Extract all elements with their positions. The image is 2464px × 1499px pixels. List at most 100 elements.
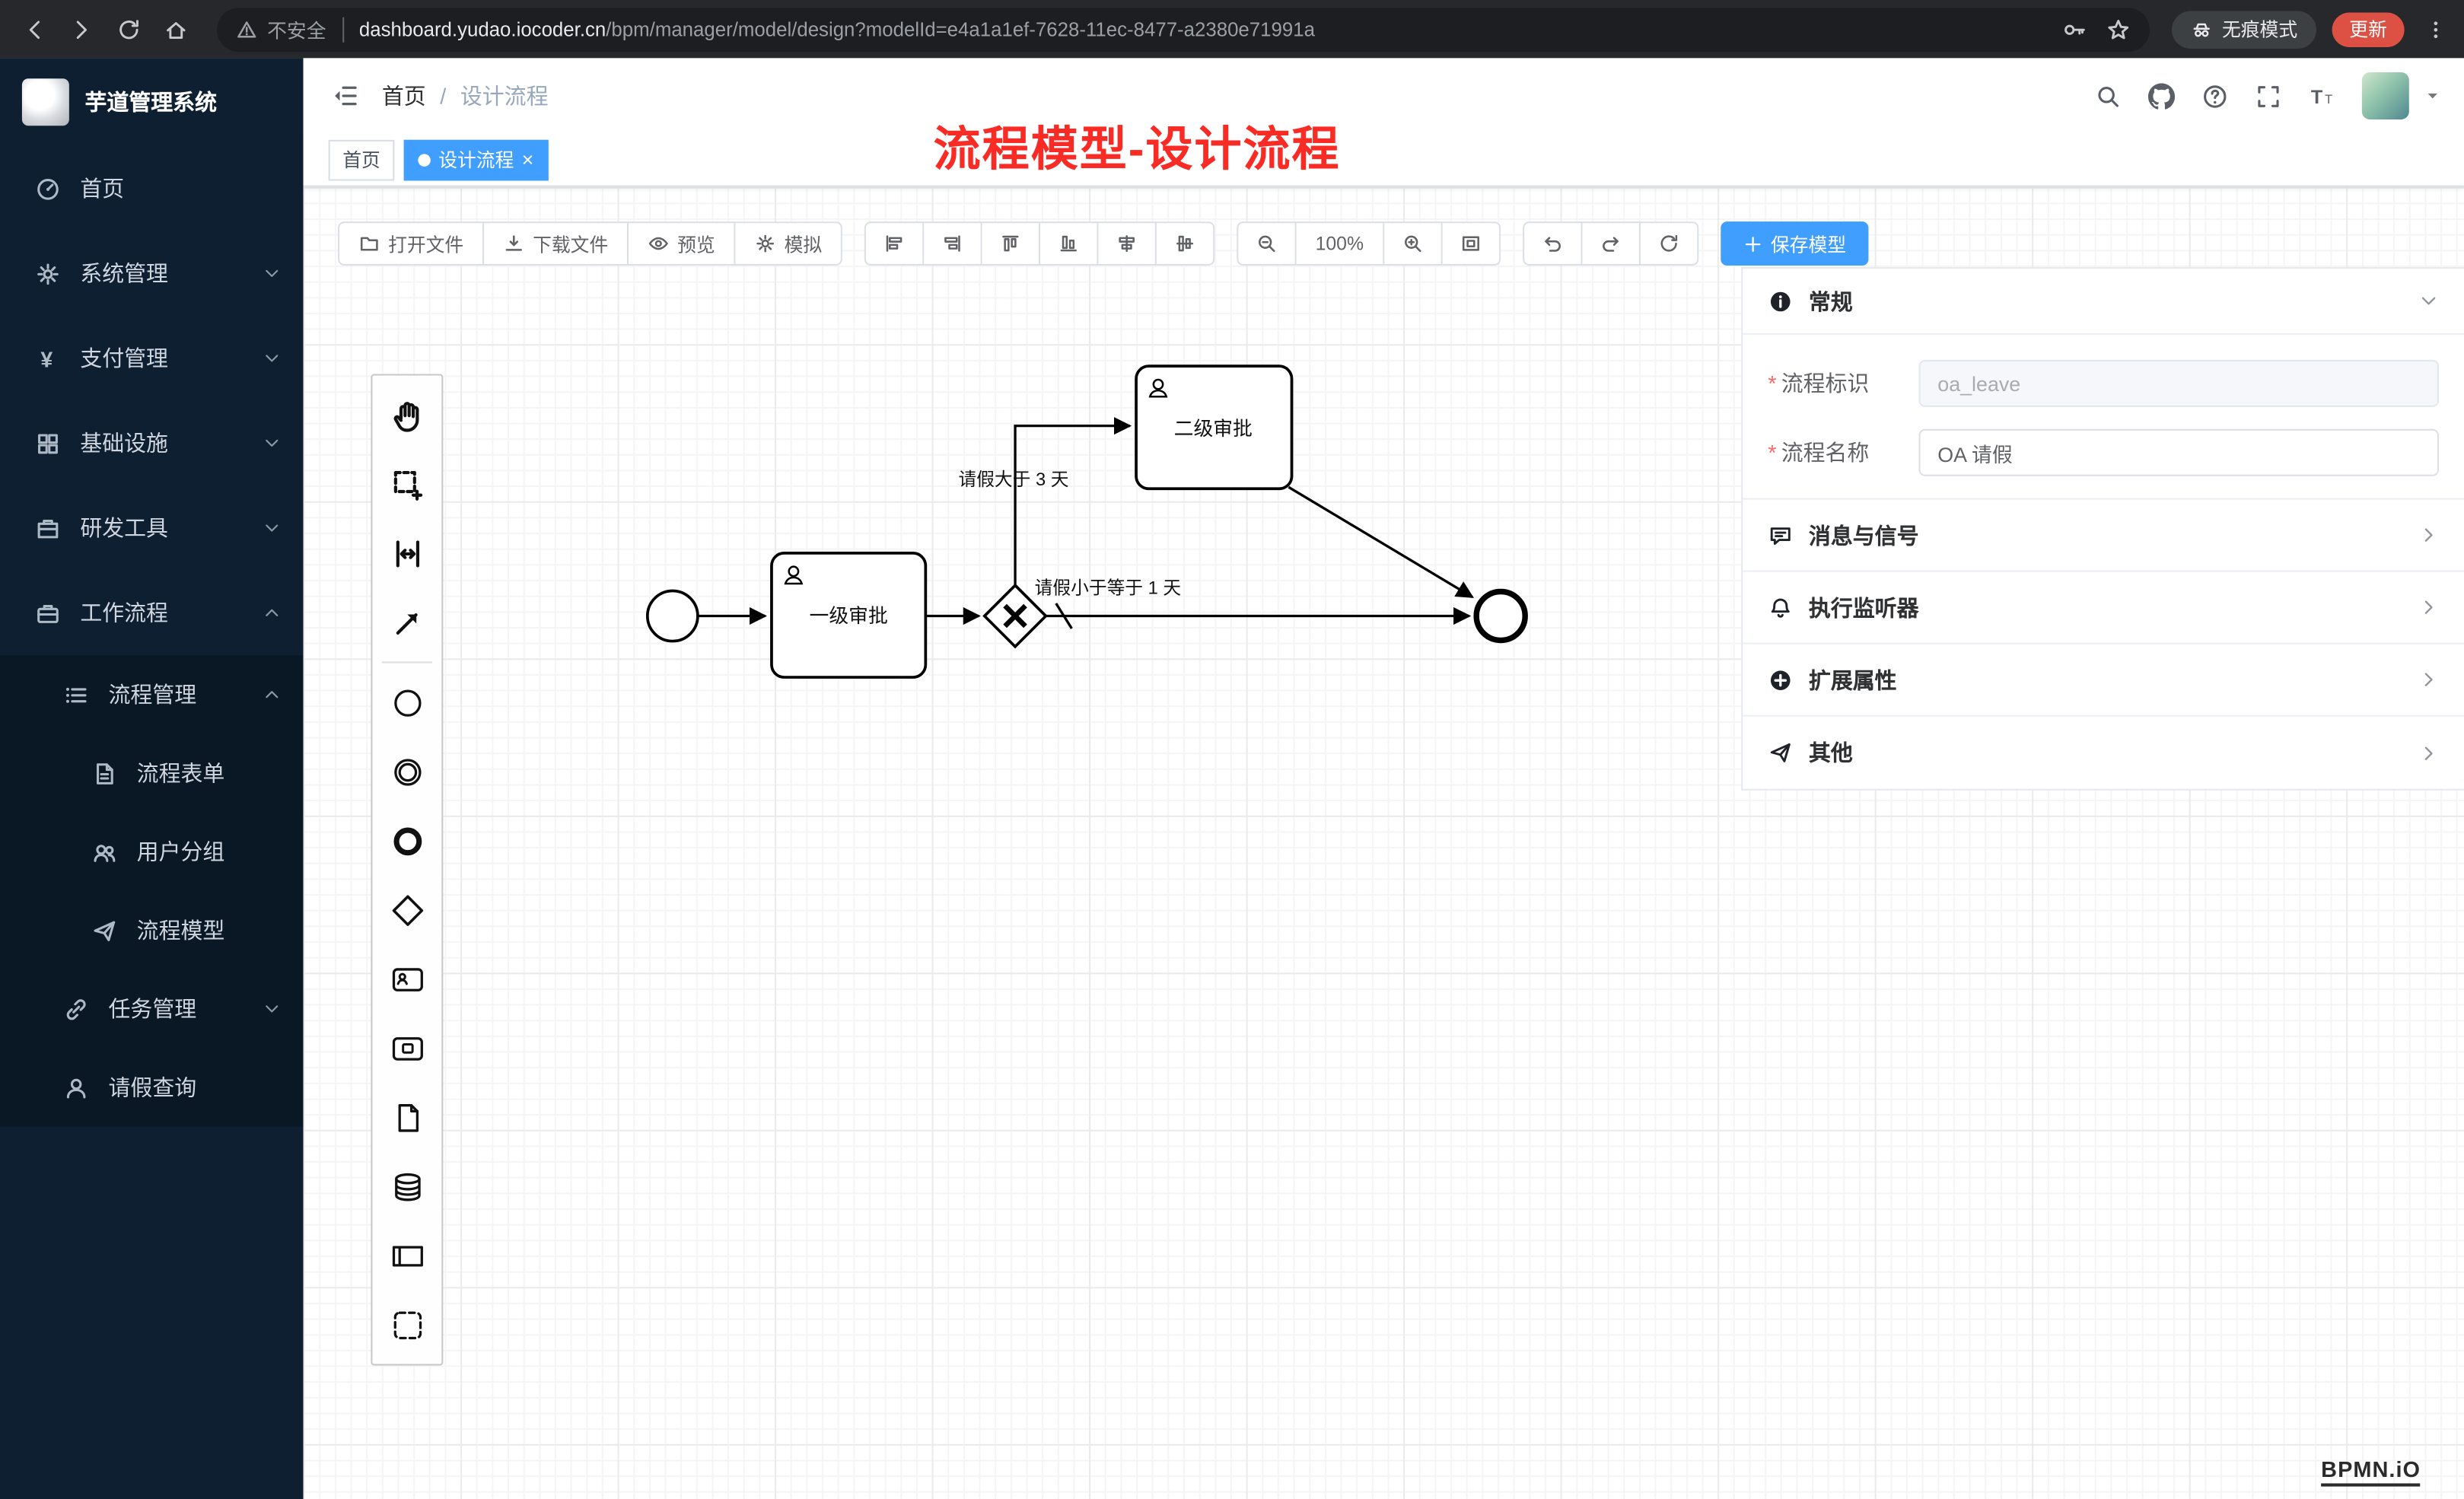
close-icon[interactable]: × xyxy=(521,148,534,172)
sidebar-item-user-group[interactable]: 用户分组 xyxy=(0,812,304,891)
start-event[interactable] xyxy=(645,589,699,643)
zoom-fit-button[interactable] xyxy=(1442,221,1501,266)
global-connect-tool[interactable] xyxy=(374,587,440,657)
tab-home[interactable]: 首页 xyxy=(328,138,395,180)
create-data-store[interactable] xyxy=(374,1152,440,1221)
create-start-event[interactable] xyxy=(374,668,440,737)
button-label: 下载文件 xyxy=(533,233,609,256)
breadcrumb-current: 设计流程 xyxy=(460,83,549,109)
section-other[interactable]: 其他 xyxy=(1743,717,2464,789)
help-icon[interactable] xyxy=(2201,82,2228,109)
flow-task2-to-end[interactable] xyxy=(1288,485,1474,599)
link-icon xyxy=(63,995,90,1022)
align-middle-button[interactable] xyxy=(1157,221,1215,266)
task-first-approval[interactable]: 一级审批 xyxy=(770,552,928,679)
security-chip[interactable]: 不安全 xyxy=(236,14,326,44)
user-avatar[interactable] xyxy=(2361,72,2409,119)
create-group[interactable] xyxy=(374,1290,440,1359)
process-name-input[interactable] xyxy=(1918,428,2440,476)
end-event[interactable] xyxy=(1473,588,1528,644)
general-form: *流程标识 *流程名称 xyxy=(1743,335,2464,500)
sidebar-item-workflow[interactable]: 工作流程 xyxy=(0,571,304,656)
bpmn-io-link[interactable]: BPMN.iO xyxy=(2321,1456,2421,1487)
create-data-object[interactable] xyxy=(374,1083,440,1152)
create-end-event[interactable] xyxy=(374,806,440,875)
sidebar-item-label: 流程表单 xyxy=(136,760,225,786)
sidebar-collapse-button[interactable] xyxy=(319,69,372,123)
create-gateway[interactable] xyxy=(374,875,440,944)
download-file-button[interactable]: 下载文件 xyxy=(484,221,629,266)
bell-icon xyxy=(1768,595,1793,620)
preview-button[interactable]: 预览 xyxy=(629,221,736,266)
hand-tool[interactable] xyxy=(374,380,440,450)
align-top-button[interactable] xyxy=(982,221,1041,266)
align-center-button[interactable] xyxy=(1098,221,1157,266)
save-model-button[interactable]: 保存模型 xyxy=(1720,221,1868,266)
open-file-button[interactable]: 打开文件 xyxy=(337,221,485,266)
fit-viewport-icon xyxy=(1460,233,1482,255)
browser-home-button[interactable] xyxy=(154,7,198,51)
back-icon xyxy=(22,17,47,42)
create-user-task[interactable] xyxy=(374,944,440,1014)
restart-button[interactable] xyxy=(1640,221,1698,266)
flow-label-gt-3-days[interactable]: 请假大于 3 天 xyxy=(958,469,1068,490)
section-extended-properties[interactable]: 扩展属性 xyxy=(1743,644,2464,717)
address-bar[interactable]: 不安全 dashboard.yudao.iocoder.cn/bpm/manag… xyxy=(216,7,2150,52)
browser-forward-button[interactable] xyxy=(59,7,103,51)
simulate-button[interactable]: 模拟 xyxy=(735,221,843,266)
sidebar-item-process-model[interactable]: 流程模型 xyxy=(0,890,304,970)
sidebar-item-home[interactable]: 首页 xyxy=(0,146,304,231)
flow-gateway-to-task2[interactable] xyxy=(1014,417,1132,585)
exclusive-gateway[interactable] xyxy=(982,583,1048,649)
create-participant[interactable] xyxy=(374,1221,440,1291)
required-mark: * xyxy=(1768,440,1777,466)
section-execution-listeners[interactable]: 执行监听器 xyxy=(1743,572,2464,644)
url-path: /bpm/manager/model/design?modelId=e4a1a1… xyxy=(606,18,1315,40)
sidebar-item-label: 支付管理 xyxy=(80,345,168,371)
space-tool[interactable] xyxy=(374,518,440,587)
chrome-update-button[interactable]: 更新 xyxy=(2332,11,2405,46)
chevron-up-icon xyxy=(263,685,282,704)
url-host: dashboard.yudao.iocoder.cn xyxy=(358,18,606,40)
sidebar-item-process-form[interactable]: 流程表单 xyxy=(0,734,304,813)
sidebar-item-system[interactable]: 系统管理 xyxy=(0,231,304,317)
undo-button[interactable] xyxy=(1522,221,1583,266)
search-icon[interactable] xyxy=(2095,82,2122,109)
section-general[interactable]: 常规 xyxy=(1743,269,2464,335)
sidebar-item-task-management[interactable]: 任务管理 xyxy=(0,969,304,1049)
lasso-tool[interactable] xyxy=(374,450,440,519)
align-left-button[interactable] xyxy=(864,221,925,266)
redo-button[interactable] xyxy=(1582,221,1641,266)
sidebar-logo[interactable]: 芋道管理系统 xyxy=(0,58,304,146)
tab-design-process[interactable]: 设计流程 × xyxy=(403,138,548,180)
section-messages-signals[interactable]: 消息与信号 xyxy=(1743,500,2464,572)
zoom-out-button[interactable] xyxy=(1237,221,1297,266)
browser-reload-button[interactable] xyxy=(107,7,151,51)
align-right-button[interactable] xyxy=(924,221,982,266)
sidebar-item-process-management[interactable]: 流程管理 xyxy=(0,655,304,734)
flow-label-lte-1-day[interactable]: 请假小于等于 1 天 xyxy=(1035,578,1182,599)
align-bottom-button[interactable] xyxy=(1040,221,1099,266)
task-second-approval[interactable]: 二级审批 xyxy=(1135,364,1294,491)
zoom-in-button[interactable] xyxy=(1383,221,1443,266)
sidebar-item-payment[interactable]: ¥ 支付管理 xyxy=(0,316,304,401)
bookmark-star-icon[interactable] xyxy=(2106,17,2131,42)
password-key-icon[interactable] xyxy=(2061,17,2087,42)
breadcrumb-home[interactable]: 首页 xyxy=(381,83,426,109)
browser-back-button[interactable] xyxy=(13,7,57,51)
refresh-icon xyxy=(1657,233,1679,255)
caret-down-icon[interactable] xyxy=(2423,87,2442,106)
zoom-level: 100% xyxy=(1296,221,1384,266)
create-subprocess[interactable] xyxy=(374,1014,440,1083)
zoom-button-group: 100% xyxy=(1237,221,1501,266)
fullscreen-icon[interactable] xyxy=(2255,82,2281,109)
bpmn-canvas[interactable]: 打开文件 下载文件 预览 模拟 xyxy=(303,186,2464,1499)
sidebar-item-infra[interactable]: 基础设施 xyxy=(0,401,304,486)
sidebar-item-devtools[interactable]: 研发工具 xyxy=(0,485,304,571)
create-intermediate-event[interactable] xyxy=(374,737,440,807)
browser-menu-button[interactable] xyxy=(2420,7,2451,51)
github-icon[interactable] xyxy=(2147,82,2176,109)
sidebar-item-leave-query[interactable]: 请假查询 xyxy=(0,1048,304,1127)
